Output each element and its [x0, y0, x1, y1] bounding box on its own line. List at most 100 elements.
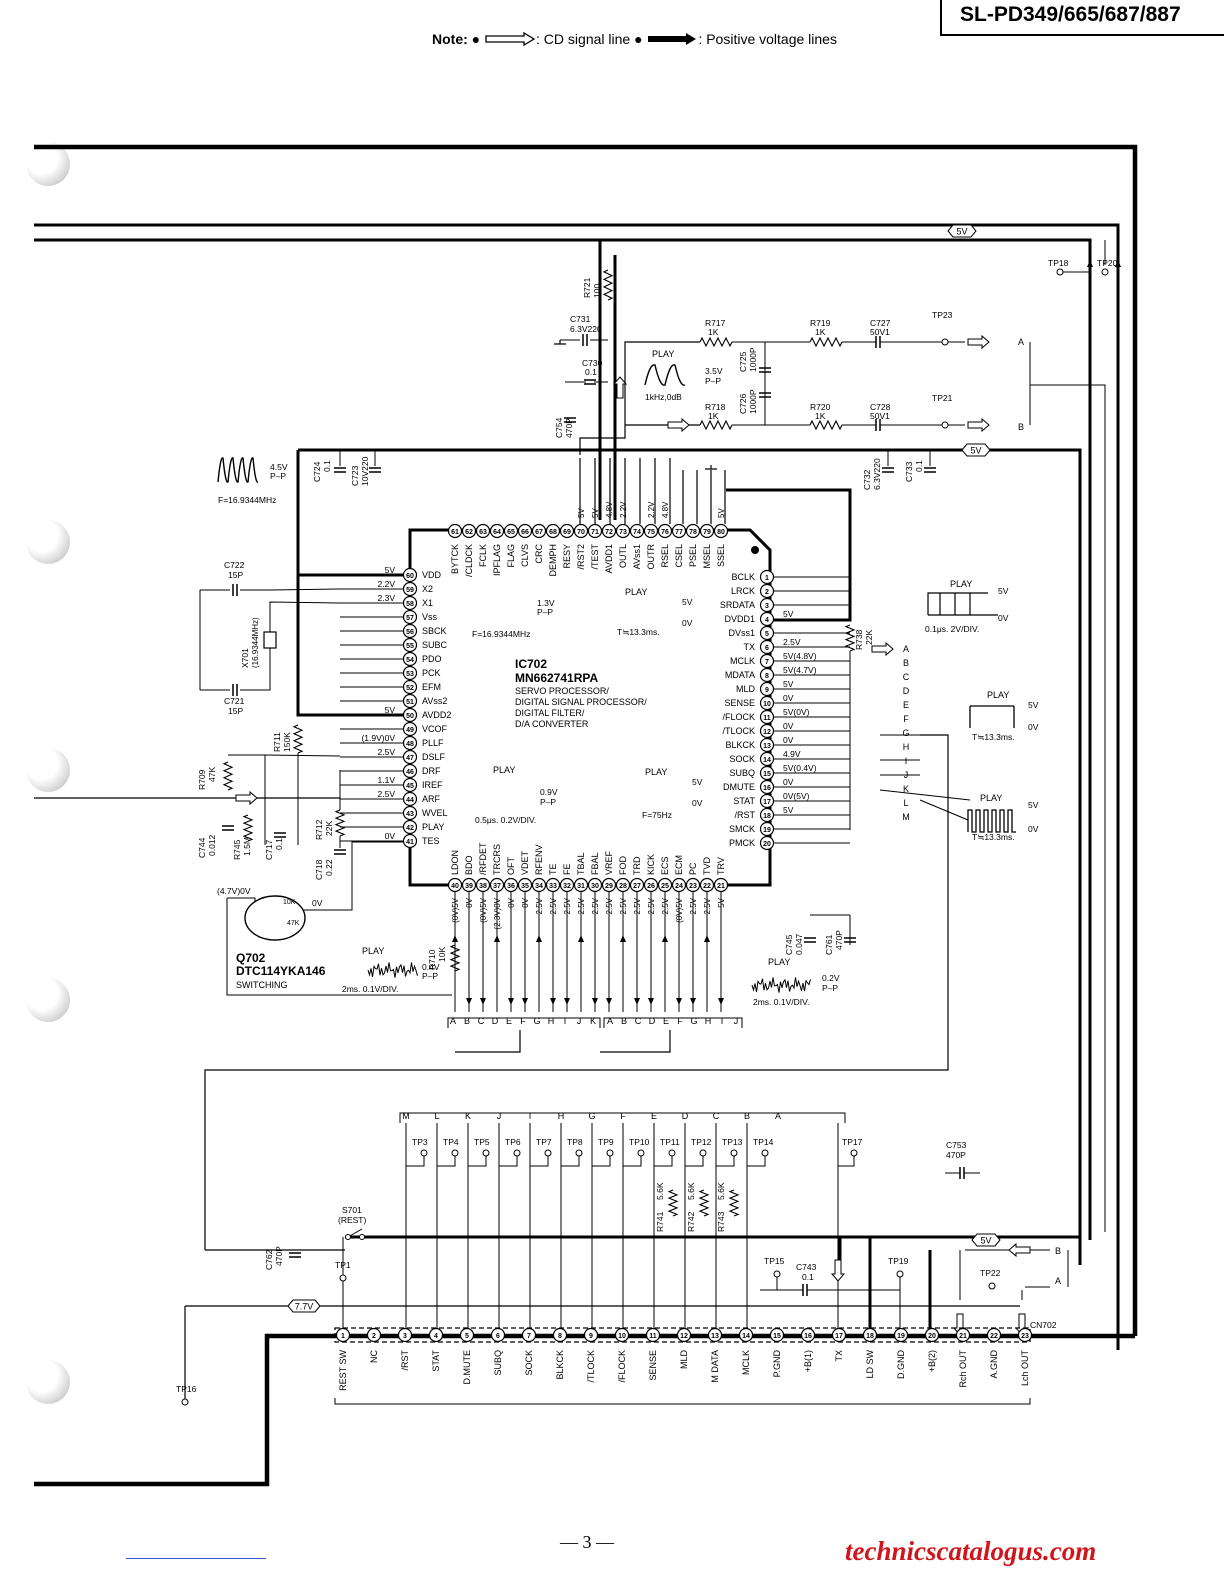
label: 470P: [274, 1246, 284, 1266]
pin-name: PLAY: [422, 822, 444, 832]
binder-hole: [26, 978, 70, 1022]
label: PLAY: [652, 349, 674, 359]
pin-number-label: 12: [680, 1333, 688, 1340]
label: R743: [716, 1211, 726, 1232]
pin-number-label: 79: [703, 529, 711, 536]
label: M: [402, 1111, 410, 1121]
test-point-icon: [773, 1270, 781, 1278]
pin-number: [924, 1327, 940, 1343]
pin-voltage: 2.5V: [577, 897, 586, 914]
pin-name: SMCK: [729, 824, 755, 834]
pin-voltage: 2.5V: [619, 897, 628, 914]
pin-number-label: 45: [406, 783, 414, 790]
pin-name: IPFLAG: [492, 544, 502, 576]
pin-number: [713, 523, 729, 539]
label: S701: [342, 1205, 362, 1215]
test-point-icon: [339, 1274, 347, 1282]
pin-voltage: 0V: [521, 897, 530, 907]
label: D: [903, 686, 910, 696]
arrow-head-icon: [1115, 260, 1121, 267]
pin-number-label: 68: [549, 529, 557, 536]
page-number: — 3 —: [560, 1532, 614, 1552]
label: 470P: [564, 418, 574, 438]
label: 1.5M: [242, 837, 252, 856]
label: A: [607, 1016, 613, 1026]
pin-number: [461, 523, 477, 539]
arrow-head-icon: [676, 998, 682, 1005]
pin-number: [402, 651, 418, 667]
label: A: [1055, 1276, 1061, 1286]
pin-voltage: 2.5V: [703, 897, 712, 914]
label: B: [1055, 1246, 1061, 1256]
label: 0V: [312, 898, 323, 908]
label: H: [558, 1111, 565, 1121]
pin-name: PMCK: [729, 838, 755, 848]
connector-pin-name: LD SW: [865, 1350, 875, 1379]
pin-number-label: 56: [406, 629, 414, 636]
label: TP8: [567, 1137, 583, 1147]
pin-number: [759, 765, 775, 781]
label: 100: [592, 284, 602, 298]
arrow-head-icon: [620, 935, 626, 942]
pin-number: [397, 1327, 413, 1343]
pin-number-label: 39: [465, 883, 473, 890]
pin-number: [759, 821, 775, 837]
pin-voltage: 4.8V: [661, 501, 670, 518]
waveform-noise1: [367, 962, 418, 978]
connector-pin-name: /TLOCK: [586, 1350, 596, 1383]
pin-number: [759, 597, 775, 613]
label: TP3: [412, 1137, 428, 1147]
label: 0.1: [914, 460, 924, 472]
label: 5V: [998, 586, 1009, 596]
pin-name: VDD: [422, 570, 442, 580]
wire: [654, 1156, 673, 1167]
pin-number-label: 47: [406, 755, 414, 762]
label: TP4: [443, 1137, 459, 1147]
label: 0.5μs. 0.2V/DIV.: [475, 815, 536, 825]
note-positive-voltage: : Positive voltage lines: [698, 31, 837, 47]
connector-pin-name: /RST: [400, 1350, 410, 1371]
label: I: [564, 1016, 567, 1026]
label: TP6: [505, 1137, 521, 1147]
pin-name: FCLK: [478, 544, 488, 567]
pin-voltage: 2.5V: [661, 897, 670, 914]
label: L: [903, 798, 908, 808]
pin-voltage: (2.3V)0V: [493, 897, 502, 929]
label: (16.9344MHz): [251, 617, 260, 668]
hollow-arrow-icon: [485, 31, 536, 47]
wire: [499, 1156, 518, 1167]
pin-voltage: (1.9V)0V: [361, 733, 395, 743]
pin-number: [629, 877, 645, 893]
pin-voltage: 5V: [385, 565, 396, 575]
pin-voltage: 2.5V: [563, 897, 572, 914]
pin-number: [759, 583, 775, 599]
solid-arrow-icon: [648, 33, 697, 45]
pin-number-label: 12: [763, 729, 771, 736]
pin-number: [587, 523, 603, 539]
pin-number: [800, 1327, 816, 1343]
pin-name: WVEL: [422, 808, 448, 818]
model-header: SL-PD349/665/687/887: [940, 0, 1224, 36]
pin-number-label: 8: [765, 673, 769, 680]
wiring: [34, 144, 1138, 1487]
switch-s701: [345, 1234, 351, 1240]
pin-number: [587, 877, 603, 893]
label: 0V: [998, 613, 1009, 623]
test-point-icon: [451, 1149, 459, 1157]
pin-name: OFT: [506, 857, 516, 875]
label: 0.1: [585, 367, 597, 377]
pin-number: [862, 1327, 878, 1343]
pin-number: [490, 1327, 506, 1343]
label: D: [492, 1016, 499, 1026]
wire: [334, 1398, 1031, 1405]
label: SWITCHING: [236, 980, 288, 990]
pin-number: [707, 1327, 723, 1343]
pin-number: [447, 523, 463, 539]
pin-number: [545, 523, 561, 539]
label: TP11: [660, 1137, 680, 1147]
pin-name: TRV: [716, 857, 726, 875]
footer-rule: [126, 1558, 266, 1559]
label: 0V: [682, 618, 693, 628]
arrow-head-icon: [704, 935, 710, 942]
